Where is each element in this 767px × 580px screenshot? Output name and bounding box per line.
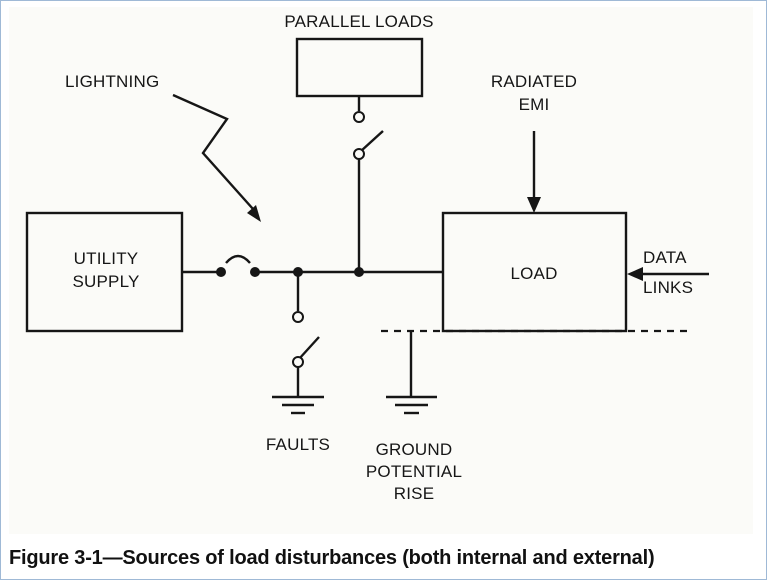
parallel-loads-box — [295, 37, 424, 98]
radiated-label: RADIATED — [491, 72, 577, 91]
data-links-arrowhead — [627, 267, 643, 281]
figure-caption: Figure 3-1—Sources of load disturbances … — [9, 547, 655, 569]
data-label: DATA — [643, 248, 687, 267]
rise-label: RISE — [394, 484, 434, 503]
utility-label: UTILITY — [74, 249, 139, 268]
parallel-loads-label: PARALLEL LOADS — [284, 12, 433, 31]
breaker-contact-left — [216, 267, 226, 277]
parallel-junction — [354, 267, 364, 277]
parallel-switch-blade — [360, 130, 384, 152]
ground-label: GROUND — [376, 440, 453, 459]
emi-label: EMI — [519, 95, 550, 114]
lightning-label: LIGHTNING — [65, 72, 159, 91]
load-label: LOAD — [510, 264, 557, 283]
faults-label: FAULTS — [266, 435, 330, 454]
links-label: LINKS — [643, 278, 693, 297]
parallel-switch-contact-bottom — [353, 148, 365, 160]
circuit-diagram: PARALLEL LOADS UTILITY SUPPLY LIGHTNING — [25, 12, 709, 503]
emi-arrowhead — [527, 197, 541, 213]
supply-label: SUPPLY — [72, 272, 139, 291]
utility-supply-box — [25, 211, 184, 333]
fault-switch-blade — [298, 336, 320, 360]
breaker-arc — [225, 254, 251, 264]
lightning-bolt — [172, 93, 254, 210]
potential-label: POTENTIAL — [366, 462, 462, 481]
parallel-switch-contact-top — [353, 111, 365, 123]
fault-ground-icon — [272, 395, 324, 415]
lightning-arrowhead — [247, 205, 261, 222]
load-box — [441, 211, 628, 333]
gpr-ground-icon — [386, 395, 437, 415]
fault-switch-contact-top — [292, 311, 304, 323]
fault-switch-contact-bottom — [292, 356, 304, 368]
